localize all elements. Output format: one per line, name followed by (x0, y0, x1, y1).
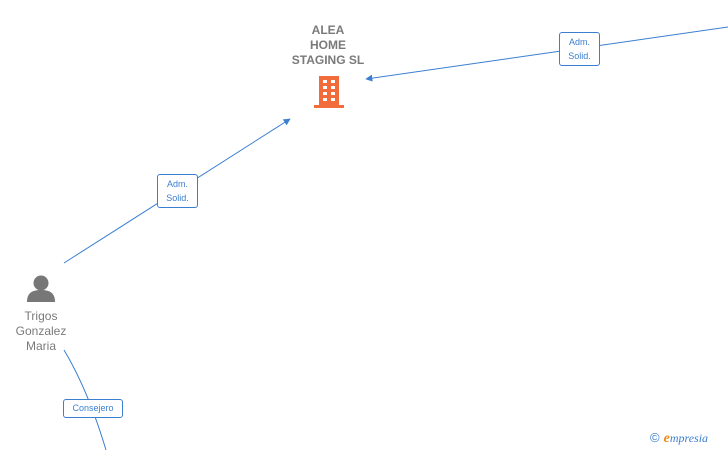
person-name[interactable]: Trigos Gonzalez Maria (15, 309, 67, 353)
brand-name: mpresia (669, 431, 709, 445)
copyright-icon: © (650, 430, 660, 445)
edge-line-person-offscreen (63, 349, 107, 450)
building-icon[interactable] (314, 76, 344, 108)
edge-label-adm-solid: Adm. Solid. (157, 174, 198, 208)
edge-label-adm-solid-2: Adm. Solid. (559, 32, 600, 66)
edge-label-consejero: Consejero (63, 399, 123, 418)
edge-line-offscreen-company (365, 26, 728, 82)
person-icon[interactable] (27, 275, 55, 303)
company-name[interactable]: ALEA HOME STAGING SL (291, 23, 365, 67)
brand-logo: ©empresia (650, 430, 708, 447)
brand-initial: e (663, 431, 670, 446)
